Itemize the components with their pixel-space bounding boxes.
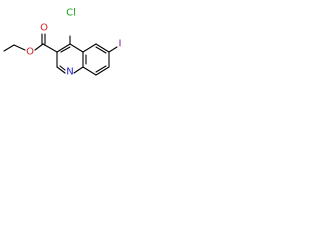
bond-c7-c8 <box>95 66 110 76</box>
bond-ethyl-ch3 <box>3 44 15 52</box>
chlorine-atom-label: Cl <box>66 8 76 19</box>
chemical-structure: Cl I N O O <box>3 8 121 78</box>
bond-n-c2 <box>56 66 66 74</box>
bond-o-carbonyl-carbon <box>34 43 44 51</box>
bond-carbonyl-to-ring <box>42 43 58 53</box>
bond-c5-c6-inner <box>95 46 107 54</box>
ring-nitrogen-atom-label: N <box>66 67 73 78</box>
bond-c8a-n <box>73 66 84 74</box>
bond-c8-c8a <box>82 66 97 76</box>
atom-labels: Cl I N O O <box>26 8 121 78</box>
bond-c5-c6 <box>95 43 110 53</box>
bond-c3-c4-inner <box>60 46 71 53</box>
bond-ethyl-ch2-o <box>13 44 26 51</box>
bond-c8-i <box>108 46 118 53</box>
bond-c7-c8-inner <box>95 65 107 73</box>
ester-oxygen-atom-label: O <box>26 47 34 58</box>
bonds <box>3 33 118 76</box>
bond-c4a-c5 <box>82 43 97 53</box>
bond-c4-c4a <box>69 43 84 53</box>
carbonyl-oxygen-atom-label: O <box>40 23 48 34</box>
bond-n-c2-inner <box>59 65 66 71</box>
iodine-atom-label: I <box>119 39 122 50</box>
bond-c3-c4 <box>56 43 71 53</box>
